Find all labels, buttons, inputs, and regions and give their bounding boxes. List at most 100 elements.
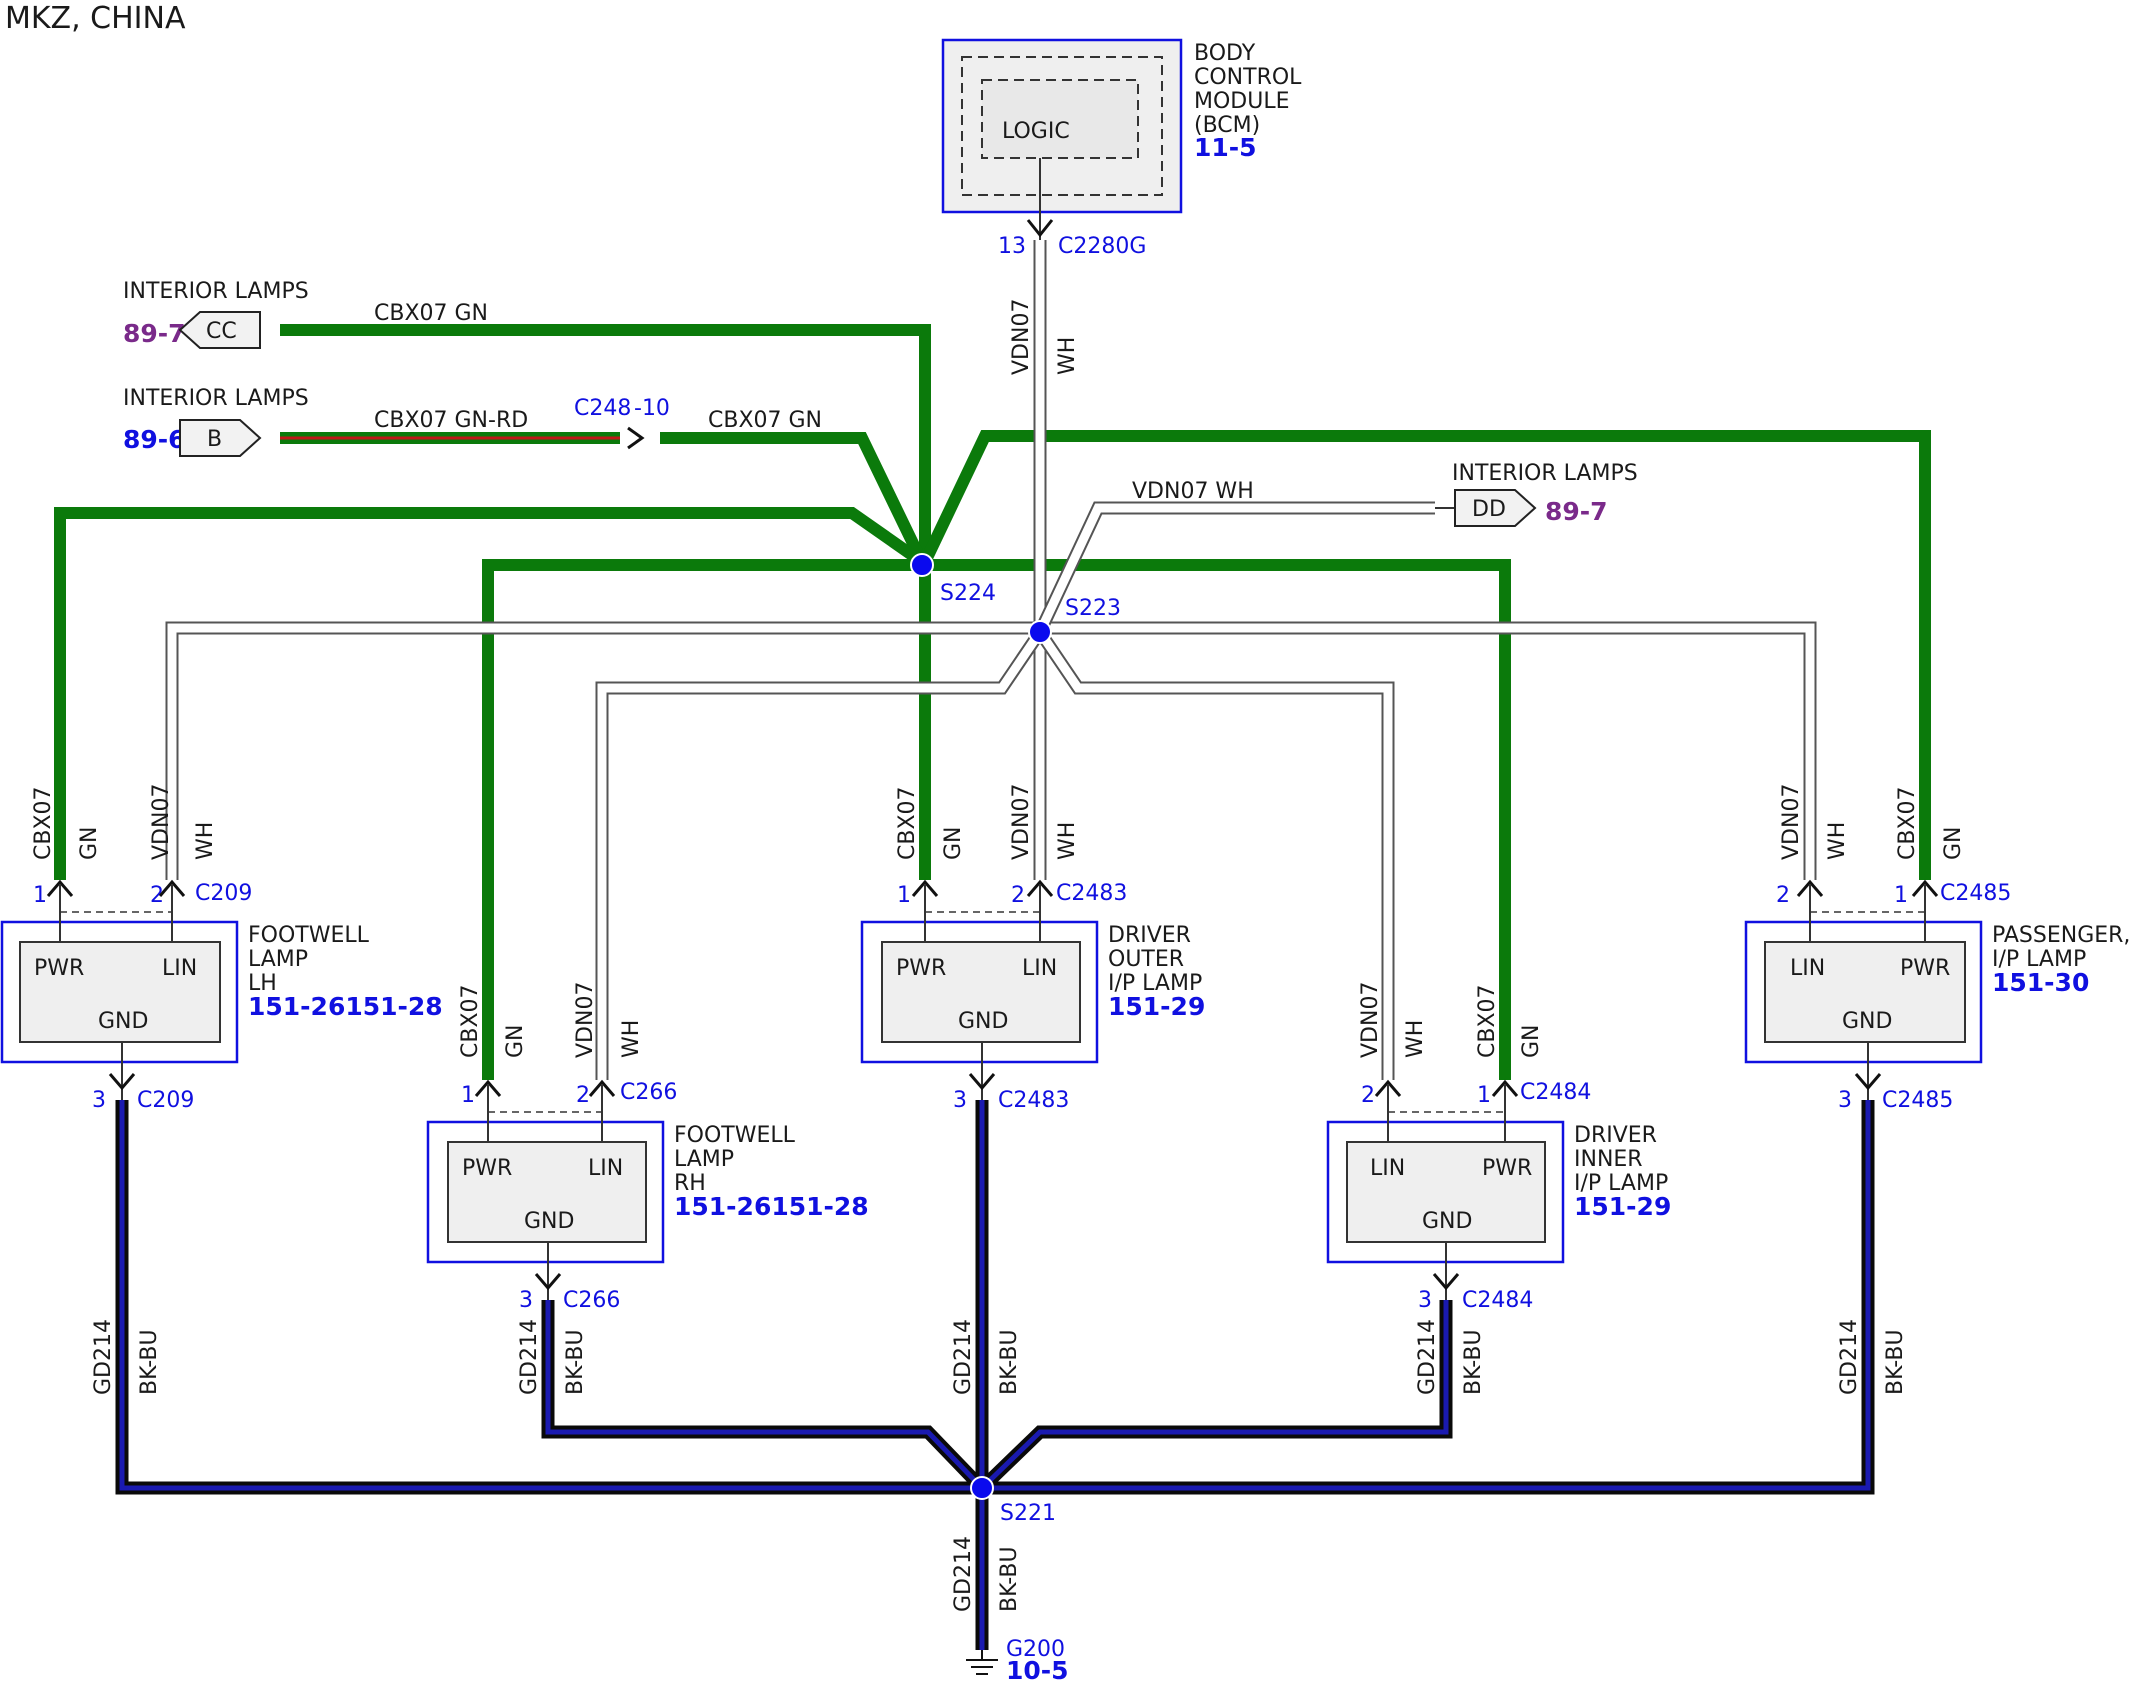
- din-wire-cbx: CBX07: [1475, 984, 1500, 1058]
- din-inner-box: [1346, 1141, 1546, 1243]
- bcm-ref[interactable]: 11-5: [1194, 133, 1257, 162]
- din-ground-circuit: GD214: [1415, 1319, 1440, 1395]
- dout-connector-bottom: C2483: [998, 1088, 1069, 1113]
- bcm-logic-label: LOGIC: [1002, 119, 1070, 144]
- splice-s223-dot: [1028, 620, 1052, 644]
- cc-ref[interactable]: 89-7: [123, 319, 186, 348]
- lh-pin-2: 2: [150, 883, 164, 908]
- splice-s223-label: S223: [1065, 596, 1121, 621]
- din-pin-pwr: PWR: [1482, 1156, 1532, 1181]
- din-connector-top: C2484: [1520, 1080, 1591, 1105]
- b-inline-connector: C248: [574, 396, 631, 421]
- rh-connector-top: C266: [620, 1080, 677, 1105]
- din-pin-lin: LIN: [1370, 1156, 1405, 1181]
- pass-inner-box: [1764, 941, 1966, 1043]
- rh-inner-box: [447, 1141, 647, 1243]
- pass-connector-bottom: C2485: [1882, 1088, 1953, 1113]
- lh-label-line-2: LAMP: [248, 947, 308, 972]
- din-label-line-2: INNER: [1574, 1147, 1643, 1172]
- bcm-wire-circuit: VDN07: [1009, 299, 1034, 375]
- pass-pin-pwr: PWR: [1900, 956, 1950, 981]
- dout-ground-circuit: GD214: [951, 1319, 976, 1395]
- g200-name: G200: [1006, 1637, 1065, 1662]
- din-ref[interactable]: 151-29: [1574, 1192, 1671, 1221]
- wire-cbx07-cc: [280, 324, 931, 565]
- rh-wire-gn: GN: [503, 1024, 528, 1058]
- splices: S224 S223 S221: [910, 553, 1121, 1526]
- dout-pin-3: 3: [953, 1088, 967, 1113]
- b-connector-shape: [179, 419, 262, 457]
- bcm-module: LOGIC BODY CONTROL MODULE (BCM) 11-5 13 …: [941, 38, 1302, 375]
- dout-pin-pwr: PWR: [896, 956, 946, 981]
- pass-pin-3: 3: [1838, 1088, 1852, 1113]
- din-wire-wh: WH: [1403, 1020, 1428, 1058]
- ground-wires: [115, 1100, 1875, 1650]
- lh-wire-cbx: CBX07: [31, 786, 56, 860]
- splice-s221-label: S221: [1000, 1501, 1056, 1526]
- dout-pin-1: 1: [897, 883, 911, 908]
- rh-label-line-3: RH: [674, 1171, 706, 1196]
- dd-code: DD: [1472, 497, 1506, 522]
- rh-pin-3: 3: [519, 1288, 533, 1313]
- dout-label-line-3: I/P LAMP: [1108, 971, 1202, 996]
- bcm-label-line-3: MODULE: [1194, 89, 1290, 114]
- bcm-connector: C2280G: [1058, 234, 1146, 259]
- white-wires: [165, 240, 1817, 1080]
- rh-connector-bottom: C266: [563, 1288, 620, 1313]
- pass-ref[interactable]: 151-30: [1992, 968, 2089, 997]
- rh-pin-lin: LIN: [588, 1156, 623, 1181]
- lamp-footwell-lh: CBX07 GN VDN07 WH 1 2 C209 PWR LIN GND 3…: [0, 784, 443, 1395]
- cc-wire-label: CBX07 GN: [374, 301, 488, 326]
- din-label-line-1: DRIVER: [1574, 1123, 1657, 1148]
- dout-ground-color: BK-BU: [997, 1329, 1022, 1395]
- b-code: B: [207, 427, 222, 452]
- ground-g200: GD214 BK-BU G200 10-5: [951, 1536, 1069, 1682]
- wire-cbx07-pass: [919, 430, 1931, 880]
- lh-wire-vdn: VDN07: [149, 784, 174, 860]
- lh-ref[interactable]: 151-26151-28: [248, 992, 443, 1021]
- lh-wire-gn: GN: [77, 826, 102, 860]
- rh-pin-2: 2: [576, 1083, 590, 1108]
- b-label: INTERIOR LAMPS: [123, 386, 309, 411]
- cc-code: CC: [206, 319, 237, 344]
- g200-circuit: GD214: [951, 1536, 976, 1612]
- pass-pin-1: 1: [1894, 883, 1908, 908]
- dd-ref[interactable]: 89-7: [1545, 497, 1608, 526]
- bcm-label-line-2: CONTROL: [1194, 65, 1302, 90]
- ground-icon: [966, 1650, 998, 1675]
- rh-wire-cbx: CBX07: [458, 984, 483, 1058]
- lamp-driver-outer: CBX07 GN VDN07 WH 1 2 C2483 PWR LIN GND …: [860, 784, 1205, 1395]
- dout-ref[interactable]: 151-29: [1108, 992, 1205, 1021]
- lh-pin-1: 1: [33, 883, 47, 908]
- lh-label-line-3: LH: [248, 971, 277, 996]
- rh-pin-gnd: GND: [524, 1209, 574, 1234]
- din-pin-1: 1: [1477, 1083, 1491, 1108]
- b-wire-after-label: CBX07 GN: [708, 408, 822, 433]
- splice-s224-dot: [910, 553, 934, 577]
- green-wires: [54, 324, 1931, 1080]
- pass-label-line-1: PASSENGER,: [1992, 923, 2130, 948]
- lamp-footwell-rh: CBX07 GN VDN07 WH 1 2 C266 PWR LIN GND 3…: [426, 982, 869, 1395]
- lh-pin-pwr: PWR: [34, 956, 84, 981]
- dout-wire-gn: GN: [941, 826, 966, 860]
- din-ground-color: BK-BU: [1461, 1329, 1486, 1395]
- dout-label-line-1: DRIVER: [1108, 923, 1191, 948]
- g200-ref[interactable]: 10-5: [1006, 1656, 1069, 1682]
- pass-wire-vdn: VDN07: [1779, 784, 1804, 860]
- lh-pin-3: 3: [92, 1088, 106, 1113]
- b-inline-pin: -10: [634, 396, 670, 421]
- rh-ref[interactable]: 151-26151-28: [674, 1192, 869, 1221]
- rh-wire-vdn: VDN07: [573, 982, 598, 1058]
- dout-pin-2: 2: [1011, 883, 1025, 908]
- b-ref[interactable]: 89-6: [123, 425, 186, 454]
- din-connector-bottom: C2484: [1462, 1288, 1533, 1313]
- dout-wire-vdn: VDN07: [1009, 784, 1034, 860]
- bcm-pin-number: 13: [998, 234, 1026, 259]
- din-pin-3: 3: [1418, 1288, 1432, 1313]
- rh-ground-circuit: GD214: [517, 1319, 542, 1395]
- pass-pin-gnd: GND: [1842, 1009, 1892, 1034]
- din-wire-vdn: VDN07: [1358, 982, 1383, 1058]
- external-cc: INTERIOR LAMPS 89-7 CC CBX07 GN: [123, 279, 488, 349]
- external-dd: INTERIOR LAMPS DD 89-7 VDN07 WH: [1132, 461, 1638, 527]
- pass-label-line-2: I/P LAMP: [1992, 947, 2086, 972]
